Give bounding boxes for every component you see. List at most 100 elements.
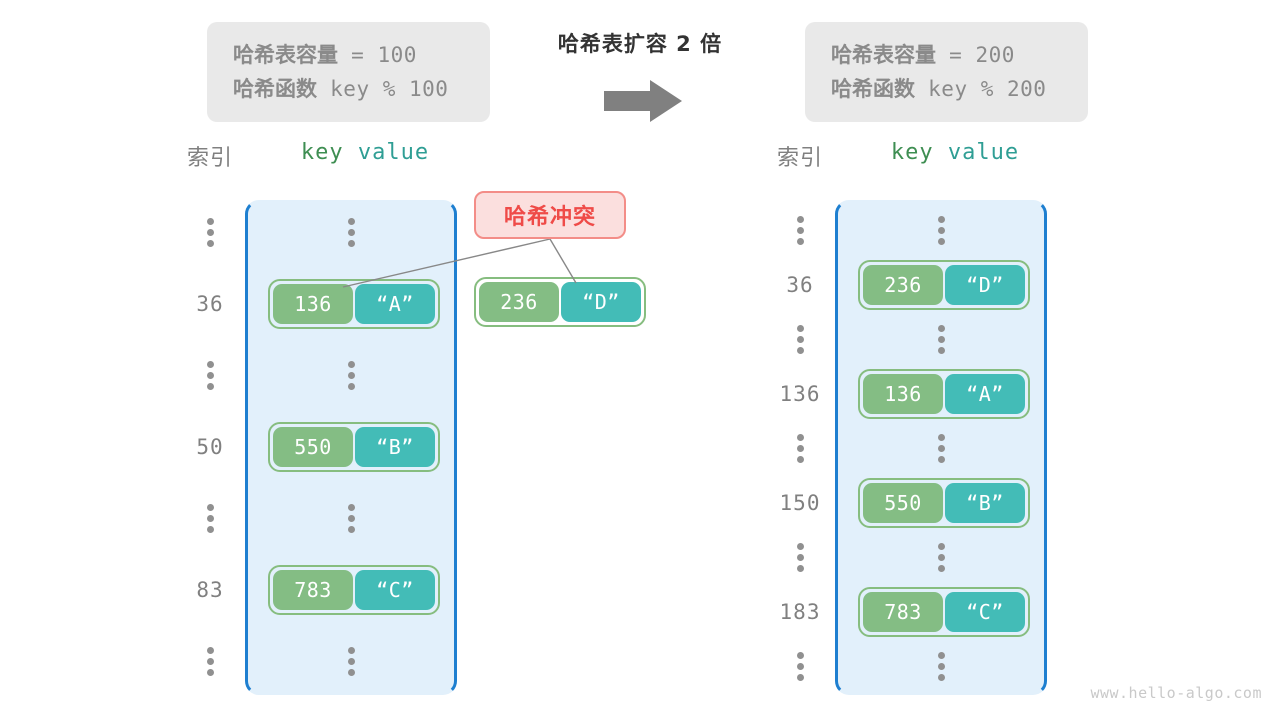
capacity-value-after: = 200 bbox=[949, 43, 1015, 67]
table-row bbox=[750, 204, 1150, 256]
row-index-ellipsis bbox=[170, 206, 250, 258]
entry-value: “B” bbox=[945, 482, 1025, 523]
row-cells: 783“C” bbox=[260, 564, 442, 616]
column-header-kv-left: key value bbox=[260, 140, 470, 178]
column-header-value-right: value bbox=[947, 140, 1020, 165]
table-row bbox=[750, 422, 1150, 474]
vertical-ellipsis-icon bbox=[937, 651, 945, 681]
row-index-left-50: 50 bbox=[196, 434, 224, 459]
vertical-ellipsis-icon bbox=[347, 217, 355, 247]
entry-key: 550 bbox=[863, 482, 943, 523]
row-cells-ellipsis bbox=[260, 635, 442, 687]
row-index-ellipsis bbox=[760, 422, 840, 474]
row-cells-ellipsis bbox=[850, 531, 1032, 583]
column-header-index-right: 索引 bbox=[776, 146, 823, 171]
table-row bbox=[750, 313, 1150, 365]
capacity-value-before: = 100 bbox=[351, 43, 417, 67]
vertical-ellipsis-icon bbox=[347, 646, 355, 676]
row-index-ellipsis bbox=[170, 492, 250, 544]
row-index-right-36: 36 bbox=[786, 272, 814, 297]
capacity-line-after: 哈希表容量 = 200 bbox=[831, 38, 1062, 72]
entry-value: “D” bbox=[945, 264, 1025, 305]
colliding-entry: 236 “D” bbox=[474, 277, 646, 327]
row-index-ellipsis bbox=[170, 635, 250, 687]
row-index-right-150: 150 bbox=[779, 490, 821, 515]
bucket-entry: 236“D” bbox=[858, 259, 1030, 310]
column-header-index-left: 索引 bbox=[186, 146, 233, 171]
row-index-right-136: 136 bbox=[779, 381, 821, 406]
vertical-ellipsis-icon bbox=[796, 215, 804, 245]
row-index-left-36: 36 bbox=[196, 291, 224, 316]
watermark: www.hello-algo.com bbox=[1090, 684, 1262, 702]
column-header-kv-right: key value bbox=[850, 140, 1060, 178]
bucket-entry: 783“C” bbox=[858, 586, 1030, 637]
capacity-line-before: 哈希表容量 = 100 bbox=[233, 38, 464, 72]
row-index-ellipsis bbox=[760, 640, 840, 692]
entry-key: 783 bbox=[863, 591, 943, 632]
table-row bbox=[160, 349, 560, 401]
entry-key: 550 bbox=[273, 426, 353, 467]
column-header-key-right: key bbox=[890, 140, 934, 165]
row-index-right-183: 183 bbox=[779, 599, 821, 624]
function-label-after: 哈希函数 bbox=[831, 77, 915, 101]
table-row bbox=[750, 640, 1150, 692]
table-row: 83 783“C” bbox=[160, 564, 560, 616]
entry-key: 236 bbox=[863, 264, 943, 305]
function-line-after: 哈希函数 key % 200 bbox=[831, 72, 1062, 106]
row-cells: 783“C” bbox=[850, 586, 1032, 638]
bucket-entry: 136“A” bbox=[858, 368, 1030, 419]
vertical-ellipsis-icon bbox=[206, 217, 214, 247]
row-cells: 236“D” bbox=[850, 259, 1032, 311]
entry-value: “C” bbox=[945, 591, 1025, 632]
row-cells-ellipsis bbox=[850, 204, 1032, 256]
vertical-ellipsis-icon bbox=[937, 542, 945, 572]
diagram-title: 哈希表扩容 2 倍 bbox=[557, 32, 723, 56]
row-cells-ellipsis bbox=[260, 206, 442, 258]
row-cells: 136“A” bbox=[260, 278, 442, 330]
entry-value: “A” bbox=[355, 283, 435, 324]
row-cells-ellipsis bbox=[260, 492, 442, 544]
vertical-ellipsis-icon bbox=[937, 433, 945, 463]
function-label-before: 哈希函数 bbox=[233, 77, 317, 101]
bucket-entry: 783“C” bbox=[268, 564, 440, 615]
entry-key: 783 bbox=[273, 569, 353, 610]
table-row: 36 136“A” bbox=[160, 278, 560, 330]
hash-table-info-after: 哈希表容量 = 200 哈希函数 key % 200 bbox=[805, 22, 1088, 122]
colliding-entry-key: 236 bbox=[479, 282, 559, 322]
row-cells-ellipsis bbox=[850, 640, 1032, 692]
row-index-ellipsis bbox=[170, 349, 250, 401]
vertical-ellipsis-icon bbox=[796, 324, 804, 354]
entry-value: “A” bbox=[945, 373, 1025, 414]
bucket-entry: 550“B” bbox=[858, 477, 1030, 528]
table-row: 150 550“B” bbox=[750, 477, 1150, 529]
collision-badge: 哈希冲突 bbox=[474, 191, 626, 239]
row-cells: 550“B” bbox=[260, 421, 442, 473]
vertical-ellipsis-icon bbox=[206, 360, 214, 390]
entry-key: 136 bbox=[273, 283, 353, 324]
entry-key: 136 bbox=[863, 373, 943, 414]
vertical-ellipsis-icon bbox=[206, 503, 214, 533]
row-cells-ellipsis bbox=[260, 349, 442, 401]
row-cells-ellipsis bbox=[850, 313, 1032, 365]
hash-table-info-before: 哈希表容量 = 100 哈希函数 key % 100 bbox=[207, 22, 490, 122]
entry-value: “B” bbox=[355, 426, 435, 467]
row-cells-ellipsis bbox=[850, 422, 1032, 474]
vertical-ellipsis-icon bbox=[796, 542, 804, 572]
function-line-before: 哈希函数 key % 100 bbox=[233, 72, 464, 106]
column-header-value-left: value bbox=[357, 140, 430, 165]
function-value-after: key % 200 bbox=[928, 77, 1047, 101]
vertical-ellipsis-icon bbox=[937, 324, 945, 354]
row-index-left-83: 83 bbox=[196, 577, 224, 602]
table-row: 50 550“B” bbox=[160, 421, 560, 473]
column-header-key-left: key bbox=[300, 140, 344, 165]
bucket-entry: 136“A” bbox=[268, 278, 440, 329]
function-value-before: key % 100 bbox=[330, 77, 449, 101]
bucket-entry: 550“B” bbox=[268, 421, 440, 472]
entry-value: “C” bbox=[355, 569, 435, 610]
table-row: 183 783“C” bbox=[750, 586, 1150, 638]
table-row: 36 236“D” bbox=[750, 259, 1150, 311]
colliding-entry-value: “D” bbox=[561, 282, 641, 322]
row-cells: 550“B” bbox=[850, 477, 1032, 529]
vertical-ellipsis-icon bbox=[347, 360, 355, 390]
